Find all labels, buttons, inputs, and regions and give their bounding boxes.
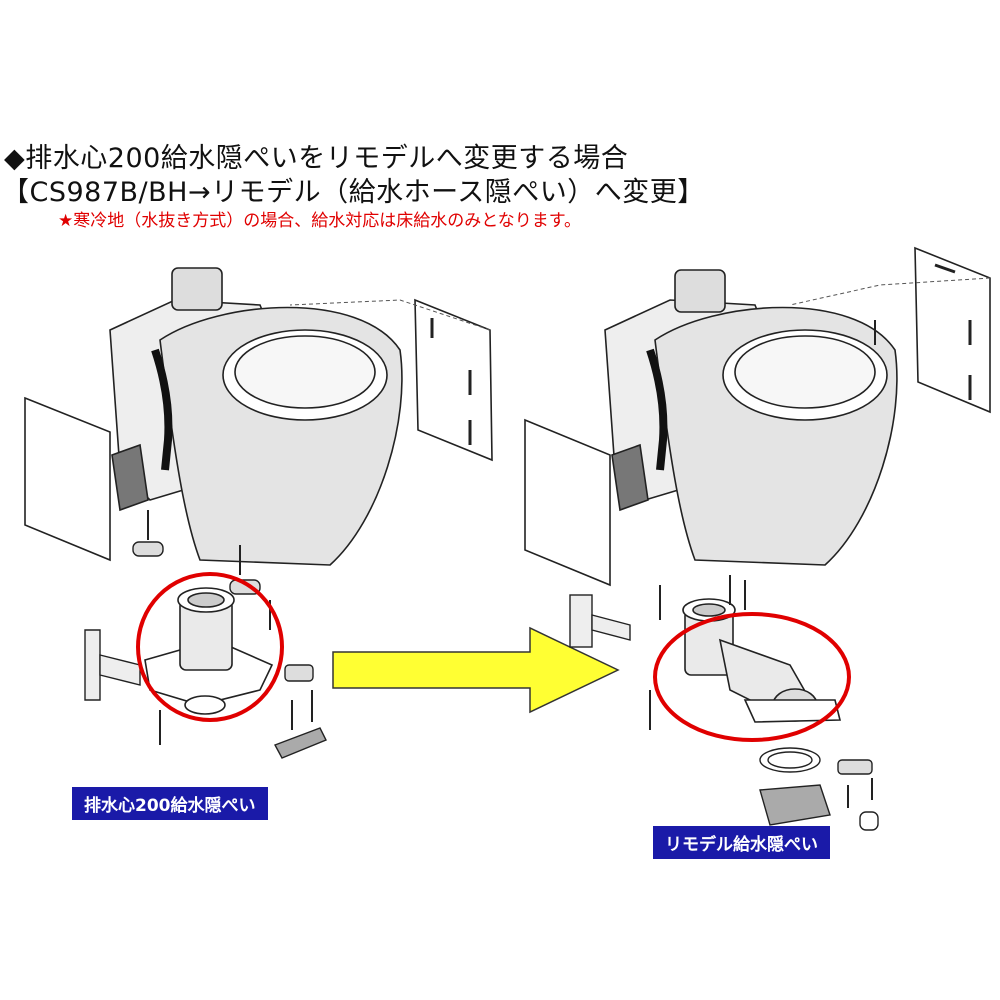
side-panel-before-left [24,396,111,562]
heading-line-2: 【CS987B/BH→リモデル（給水ホース隠ぺい）へ変更】 [2,177,705,208]
heading-line-1: ◆排水心200給水隠ぺいをリモデルへ変更する場合 [4,143,629,174]
toilet-before [109,267,403,566]
label-after: リモデル給水隠ぺい [653,826,830,859]
remodel-pipe-after [682,598,842,723]
highlight-circle-before [136,572,284,722]
transition-arrow [332,626,620,714]
drain-adapter-before [144,587,274,715]
label-before: 排水心200給水隠ぺい [72,787,268,820]
fittings-after [569,320,879,831]
rear-panel-after [789,246,991,414]
toilet-after [604,269,898,566]
fittings-before [84,510,327,759]
rear-panel-before [289,298,493,462]
cold-region-note: ★寒冷地（水抜き方式）の場合、給水対応は床給水のみとなります。 [58,211,582,231]
highlight-circle-after [653,612,851,742]
side-panel-after-left [524,418,611,587]
